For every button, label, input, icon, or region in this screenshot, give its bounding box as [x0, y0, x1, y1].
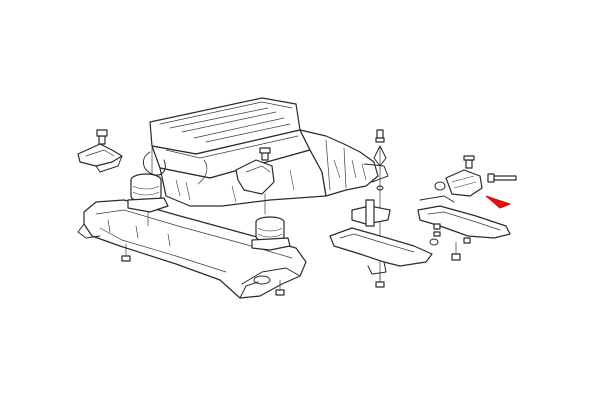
- arrow-pointer-icon: [485, 195, 512, 209]
- bolt-icon: [487, 173, 517, 183]
- bolt-icon: [463, 237, 471, 244]
- mount-bracket-left: [77, 129, 123, 173]
- transmission: [299, 129, 389, 197]
- washer-icon: [429, 238, 439, 246]
- transmission-mount: [417, 155, 511, 239]
- engine-mount-left: [127, 147, 169, 227]
- bolt-icon: [275, 279, 285, 296]
- transmission-crossmember: [329, 129, 433, 281]
- bolt-icon: [433, 223, 441, 237]
- front-subframe: [77, 199, 307, 299]
- engine-mount-right: [251, 216, 291, 251]
- bolt-icon: [451, 241, 461, 261]
- engine-block: [143, 97, 327, 207]
- bolt-icon: [375, 273, 385, 288]
- mount-bracket-center: [235, 147, 275, 215]
- bolt-icon: [121, 243, 131, 262]
- bolt-hardware: [121, 173, 517, 296]
